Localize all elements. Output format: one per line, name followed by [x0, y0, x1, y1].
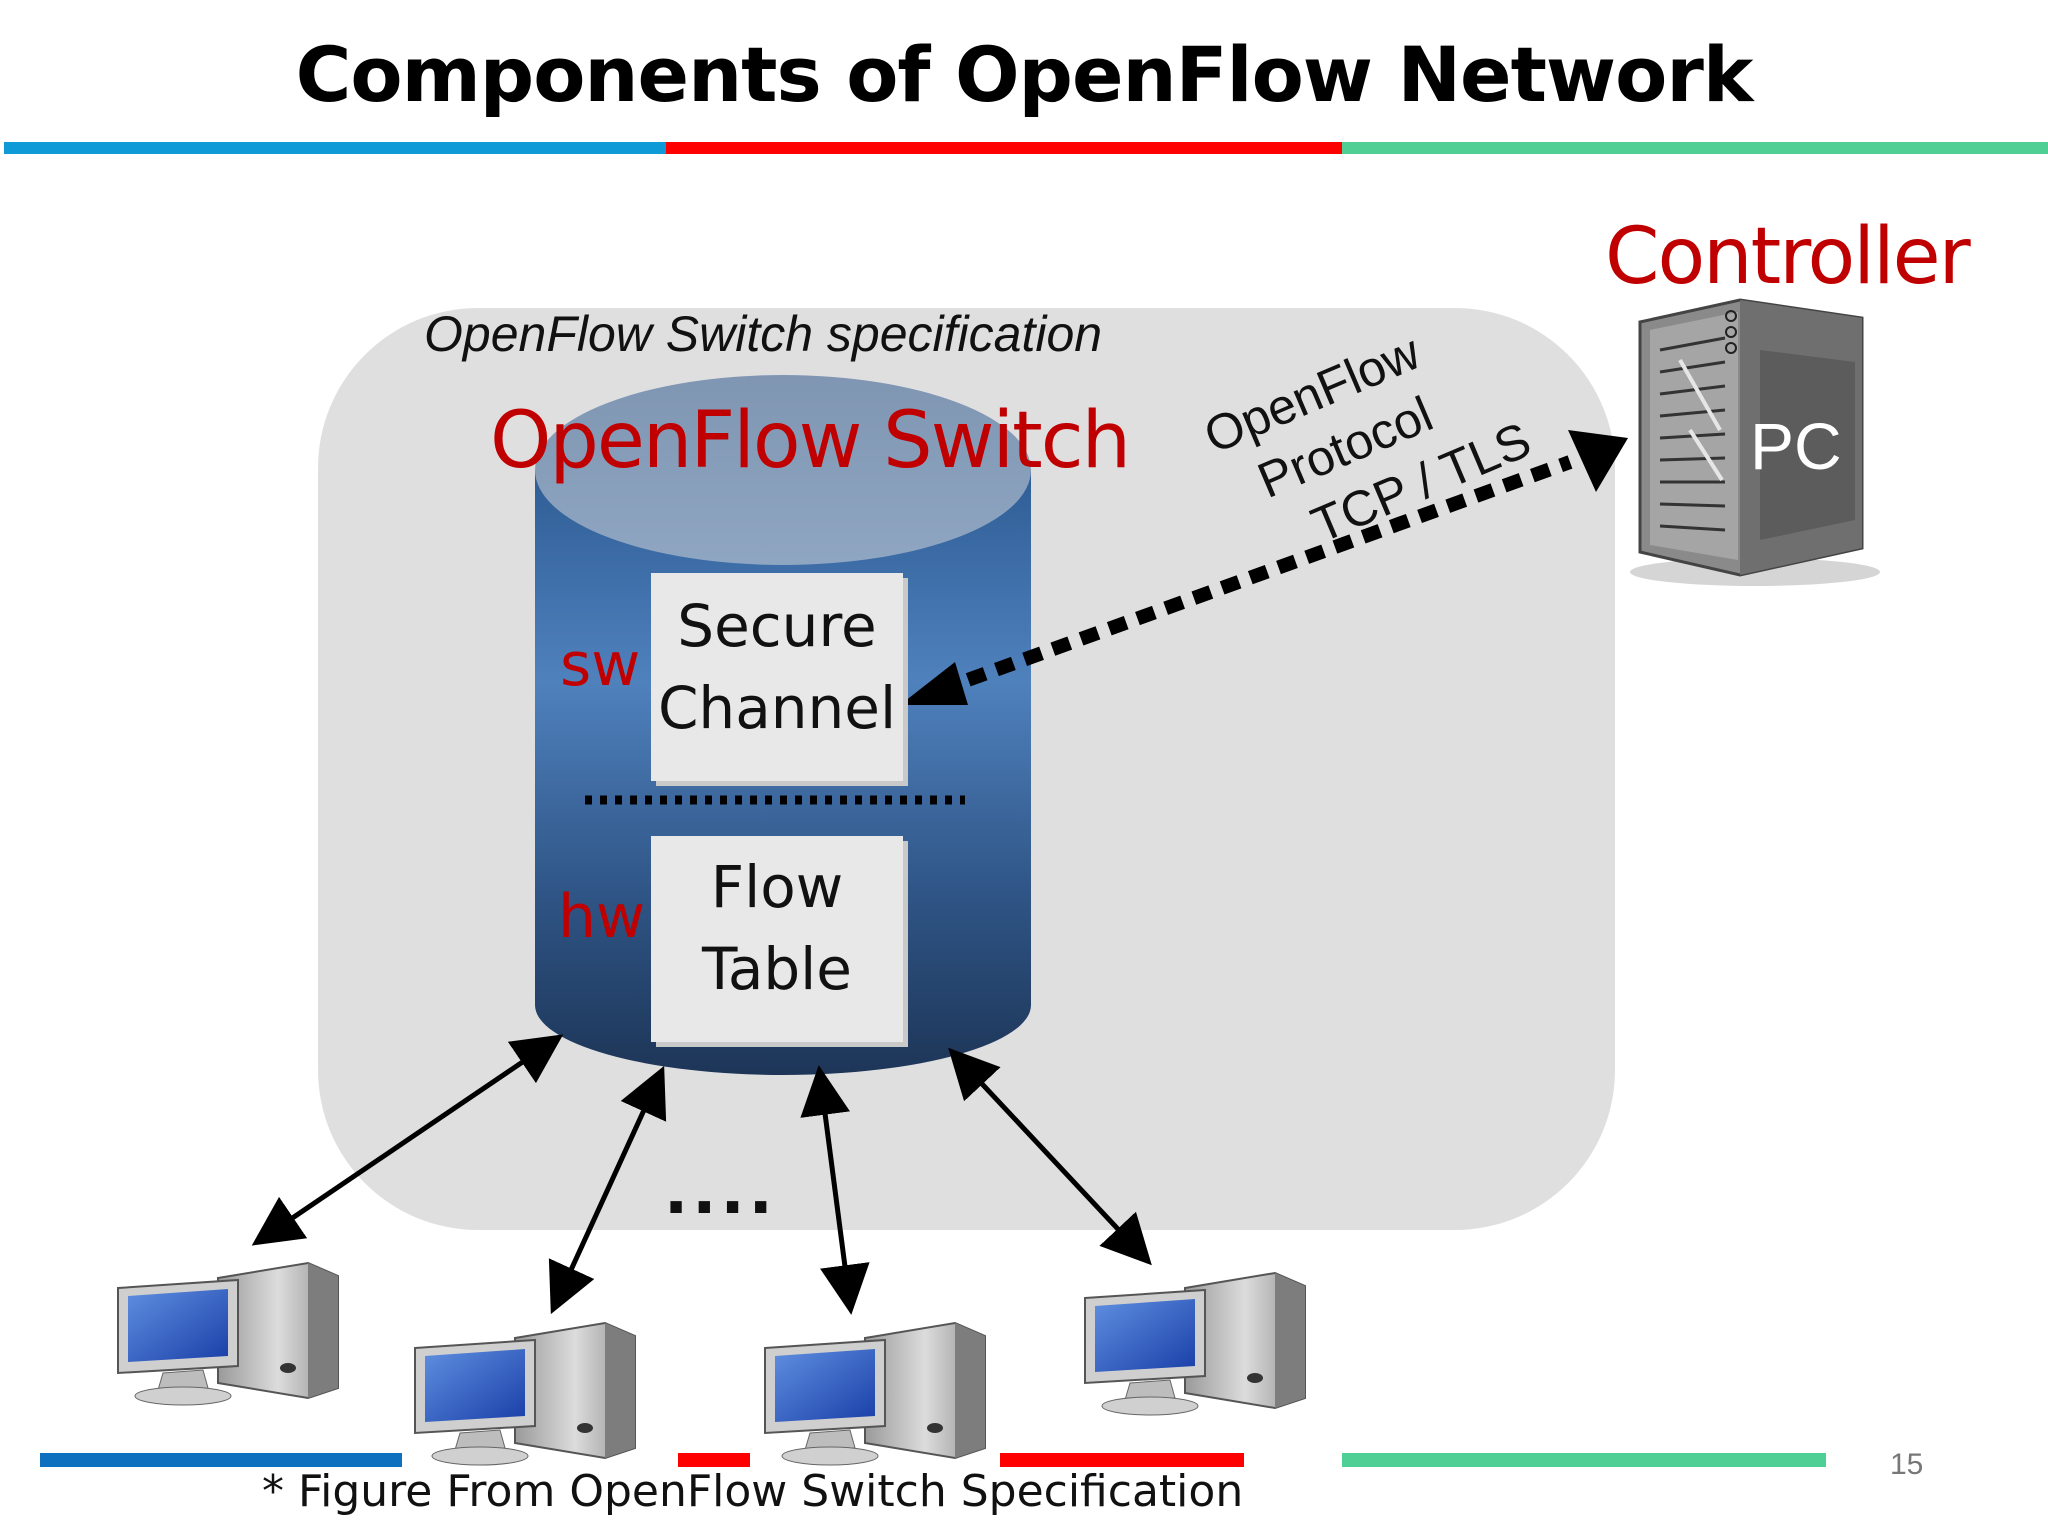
bottom-rule-green [1342, 1453, 1826, 1467]
top-rule-green [1342, 142, 2048, 154]
controller-server-icon [1630, 298, 1880, 586]
top-rule-blue [4, 142, 666, 154]
bottom-rule-red-2 [1000, 1453, 1244, 1467]
page-number: 15 [1890, 1448, 1924, 1481]
secure-channel-box: Secure Channel [651, 573, 903, 781]
bottom-rule-red-1 [678, 1453, 750, 1467]
openflow-switch-title: OpenFlow Switch [490, 396, 1131, 486]
secure-channel-line-2: Channel [657, 674, 897, 742]
page-title: Components of OpenFlow Network [295, 30, 1754, 119]
bottom-rule-blue [40, 1453, 402, 1467]
host-connections [251, 1034, 1152, 1315]
hw-label: hw [558, 882, 646, 952]
host-computer-4 [1084, 1272, 1306, 1416]
controller-title: Controller [1605, 212, 1971, 302]
pc-label: PC [1750, 409, 1842, 483]
host-computer-1 [117, 1262, 339, 1406]
openflow-protocol-arrow [900, 430, 1628, 705]
flow-table-box: Flow Table [651, 836, 903, 1042]
flow-table-line-2: Table [702, 935, 852, 1003]
switch-spec-label: OpenFlow Switch specification [424, 306, 1103, 362]
host-computer-2 [414, 1322, 636, 1466]
sw-label: sw [560, 630, 641, 700]
top-rule-red [666, 142, 1342, 154]
figure-footnote: * Figure From OpenFlow Switch Specificat… [262, 1466, 1244, 1517]
more-hosts-ellipsis: .... [665, 1141, 778, 1230]
host-computer-3 [764, 1322, 986, 1466]
flow-table-line-1: Flow [710, 853, 844, 921]
secure-channel-line-1: Secure [677, 592, 877, 660]
